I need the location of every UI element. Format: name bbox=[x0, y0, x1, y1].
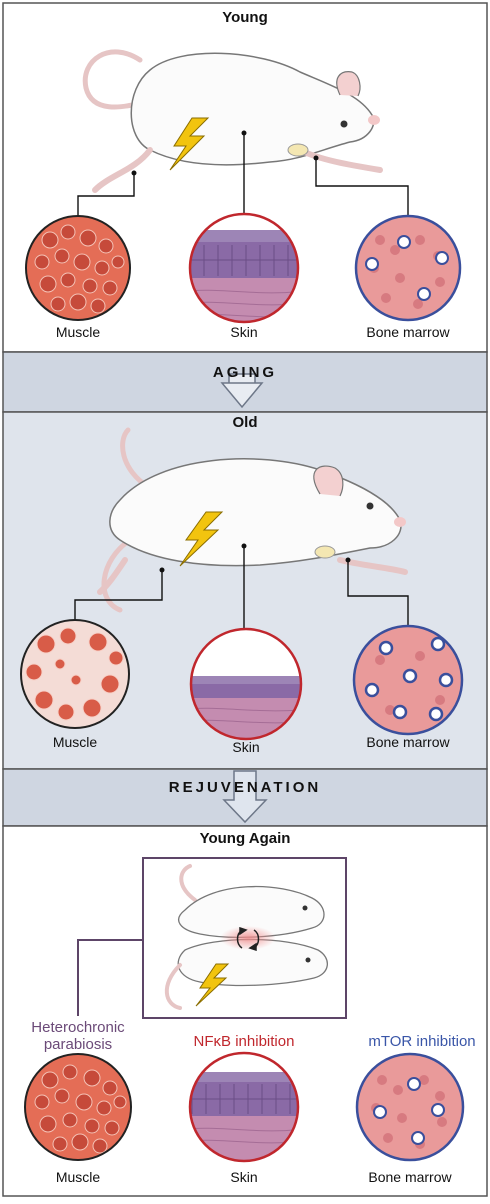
rejuvenation-down-arrow-icon bbox=[222, 770, 268, 824]
old-muscle-tissue bbox=[20, 619, 130, 729]
young-muscle-label: Muscle bbox=[56, 324, 101, 340]
aging-down-arrow-icon bbox=[220, 373, 264, 409]
young-marrow-label: Bone marrow bbox=[366, 324, 450, 340]
young-muscle-tissue bbox=[25, 215, 131, 321]
old-connectors bbox=[74, 546, 409, 629]
parabiosis-label-line1: Heterochronic bbox=[31, 1019, 125, 1036]
young-again-skin-tissue bbox=[188, 1051, 300, 1163]
young-title: Young bbox=[222, 9, 268, 26]
mtor-inhibition-label: mTOR inhibition bbox=[368, 1033, 475, 1050]
young-again-muscle-label: Muscle bbox=[56, 1169, 101, 1185]
nfkb-inhibition-label: NFκB inhibition bbox=[194, 1033, 295, 1050]
rotation-arrows-icon bbox=[236, 926, 260, 952]
young-again-lightning-bolt-icon bbox=[195, 963, 230, 1007]
old-lightning-bolt-icon bbox=[179, 511, 224, 567]
old-mouse-illustration bbox=[97, 427, 408, 613]
aging-label: AGING bbox=[213, 364, 277, 381]
old-title: Old bbox=[233, 414, 258, 431]
parabiosis-label-line2: parabiosis bbox=[44, 1036, 112, 1053]
old-muscle-label: Muscle bbox=[53, 734, 98, 750]
young-again-muscle-tissue bbox=[24, 1053, 132, 1161]
young-again-marrow-label: Bone marrow bbox=[368, 1169, 452, 1185]
young-connectors bbox=[77, 133, 409, 216]
young-again-skin-label: Skin bbox=[230, 1169, 257, 1185]
parabiosis-connector bbox=[77, 939, 143, 1016]
old-skin-tissue bbox=[189, 627, 303, 741]
old-marrow-label: Bone marrow bbox=[366, 734, 450, 750]
rejuvenation-label: REJUVENATION bbox=[169, 779, 321, 796]
young-lightning-bolt-icon bbox=[169, 117, 210, 171]
old-bone-marrow-tissue bbox=[352, 624, 464, 736]
young-again-title: Young Again bbox=[200, 830, 291, 847]
young-bone-marrow-tissue bbox=[354, 214, 462, 322]
young-skin-tissue bbox=[188, 212, 300, 324]
young-skin-label: Skin bbox=[230, 324, 257, 340]
young-again-bone-marrow-tissue bbox=[355, 1052, 465, 1162]
old-skin-label: Skin bbox=[232, 739, 259, 755]
